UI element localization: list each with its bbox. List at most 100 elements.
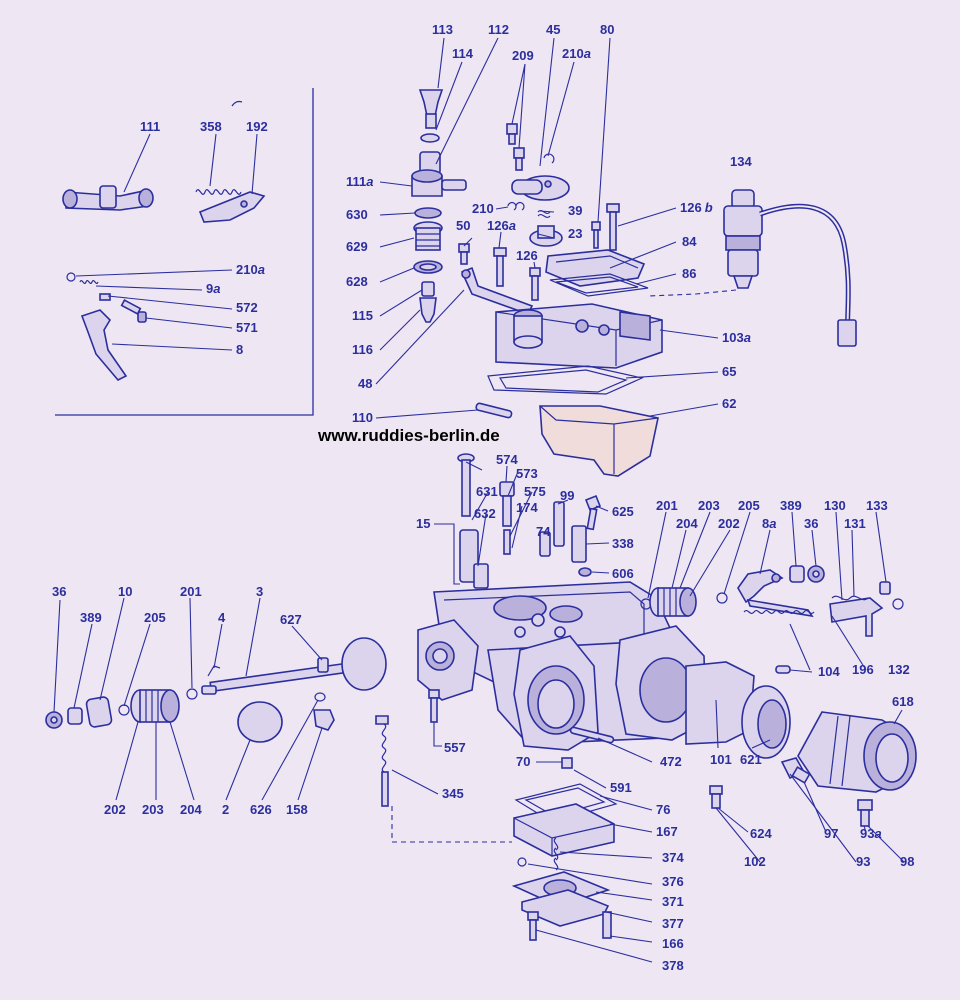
label-202-left: 202 xyxy=(104,802,126,817)
label-110: 110 xyxy=(352,410,373,425)
leader-lines xyxy=(53,37,905,963)
jet-574 xyxy=(499,481,515,497)
screw-571 xyxy=(120,299,147,323)
pump-parts xyxy=(511,757,618,941)
jet-74 xyxy=(539,531,551,557)
throttle-shaft-3 xyxy=(201,637,387,695)
label-628: 628 xyxy=(346,274,368,289)
label-113: 113 xyxy=(432,22,453,37)
label-376: 376 xyxy=(662,874,684,889)
label-111: 111 xyxy=(140,119,160,134)
needle-valve-629 xyxy=(413,221,443,251)
screw-126b xyxy=(606,203,620,213)
label-205-left: 205 xyxy=(144,610,166,625)
label-112: 112 xyxy=(488,22,509,37)
lever-627 xyxy=(317,657,329,673)
label-76: 76 xyxy=(656,802,670,817)
screw-80 xyxy=(591,221,601,231)
aux-venturi-621 xyxy=(757,699,787,749)
label-618: 618 xyxy=(892,694,914,709)
label-621: 621 xyxy=(740,752,762,767)
washer-630 xyxy=(414,207,442,219)
label-630: 630 xyxy=(346,207,368,222)
label-202-right: 202 xyxy=(718,516,740,531)
label-192: 192 xyxy=(246,119,268,134)
label-48: 48 xyxy=(358,376,372,391)
label-130: 130 xyxy=(824,498,846,513)
jet-632 xyxy=(473,563,489,589)
label-201-right: 201 xyxy=(656,498,678,513)
part-labels: 113 114 112 45 80 209 210a 111 358 192 1… xyxy=(52,22,914,973)
label-345: 345 xyxy=(442,786,464,801)
screw-126a xyxy=(493,247,507,257)
label-196: 196 xyxy=(852,662,874,677)
jet-338 xyxy=(571,525,587,563)
clip-205-right xyxy=(716,592,728,604)
label-45: 45 xyxy=(546,22,560,37)
clip-376 xyxy=(517,857,527,867)
label-9a: 9a xyxy=(206,281,220,296)
label-571: 571 xyxy=(236,320,258,335)
label-158: 158 xyxy=(286,802,308,817)
pin-572 xyxy=(99,293,111,301)
label-104: 104 xyxy=(818,664,840,679)
screw-102 xyxy=(709,785,723,795)
washer-389-right xyxy=(789,565,805,583)
label-116: 116 xyxy=(352,342,373,357)
label-591: 591 xyxy=(610,780,632,795)
washer-606 xyxy=(578,567,592,577)
label-557: 557 xyxy=(444,740,466,755)
label-629: 629 xyxy=(346,239,368,254)
jet-93a xyxy=(857,799,873,811)
label-50: 50 xyxy=(456,218,470,233)
label-2: 2 xyxy=(222,802,229,817)
screw-70 xyxy=(561,757,573,769)
spring-196 xyxy=(743,609,815,615)
carburetor-body xyxy=(45,581,917,843)
label-378: 378 xyxy=(662,958,684,973)
label-131: 131 xyxy=(844,516,866,531)
trumpet-618 xyxy=(797,711,917,793)
label-203-right: 203 xyxy=(698,498,720,513)
label-115: 115 xyxy=(352,308,373,323)
label-338: 338 xyxy=(612,536,634,551)
label-111a: 111a xyxy=(346,174,374,189)
circlip-210a xyxy=(66,272,76,282)
label-572: 572 xyxy=(236,300,258,315)
screw-133 xyxy=(879,581,891,595)
label-204-right: 204 xyxy=(676,516,698,531)
label-210: 210 xyxy=(472,201,494,216)
jet-parts xyxy=(457,453,602,589)
screw-126 xyxy=(529,267,541,277)
bracket-132 xyxy=(829,597,884,637)
gasket-86 xyxy=(549,273,649,297)
right-linkage-parts xyxy=(640,565,904,827)
label-374: 374 xyxy=(662,850,684,865)
needle-115 xyxy=(421,281,435,297)
solenoid-134 xyxy=(723,189,857,347)
dashed-link-345 xyxy=(391,806,512,843)
label-84: 84 xyxy=(682,234,697,249)
needle-116 xyxy=(419,297,437,323)
label-574: 574 xyxy=(496,452,518,467)
spring-9a xyxy=(79,279,99,285)
label-203-left: 203 xyxy=(142,802,164,817)
label-62: 62 xyxy=(722,396,736,411)
label-209: 209 xyxy=(512,48,534,63)
spring-358 xyxy=(195,189,242,195)
screw-166 xyxy=(602,911,612,939)
label-97: 97 xyxy=(824,826,838,841)
label-126a: 126a xyxy=(487,218,516,233)
label-3: 3 xyxy=(256,584,263,599)
label-93a: 93a xyxy=(860,826,882,841)
label-36-left: 36 xyxy=(52,584,66,599)
label-80: 80 xyxy=(600,22,614,37)
pin-110 xyxy=(475,402,513,419)
label-358: 358 xyxy=(200,119,222,134)
label-103a: 103a xyxy=(722,330,751,345)
lever-8 xyxy=(80,309,128,381)
label-389-right: 389 xyxy=(780,498,802,513)
bolt-113 xyxy=(418,89,444,117)
inset-parts xyxy=(62,185,266,381)
